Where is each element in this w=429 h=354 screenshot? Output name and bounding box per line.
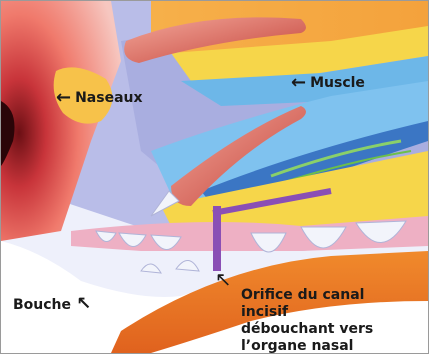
label-naseaux-text: Naseaux	[75, 90, 142, 106]
label-orifice-line-3: l’organe nasal	[241, 338, 416, 354]
label-naseaux: ←Naseaux	[56, 89, 143, 107]
label-bouche: Bouche↑	[13, 295, 92, 314]
label-muscle: ←Muscle	[291, 74, 365, 92]
label-orifice: Orifice du canal incisif débouchant vers…	[241, 287, 416, 354]
label-orifice-line-2: débouchant vers	[241, 321, 416, 338]
label-orifice-line-1: Orifice du canal incisif	[241, 287, 416, 321]
left-arrow-icon: ←	[291, 74, 306, 91]
label-bouche-text: Bouche	[13, 297, 71, 313]
left-arrow-icon: ←	[56, 89, 71, 106]
label-muscle-text: Muscle	[310, 75, 365, 91]
